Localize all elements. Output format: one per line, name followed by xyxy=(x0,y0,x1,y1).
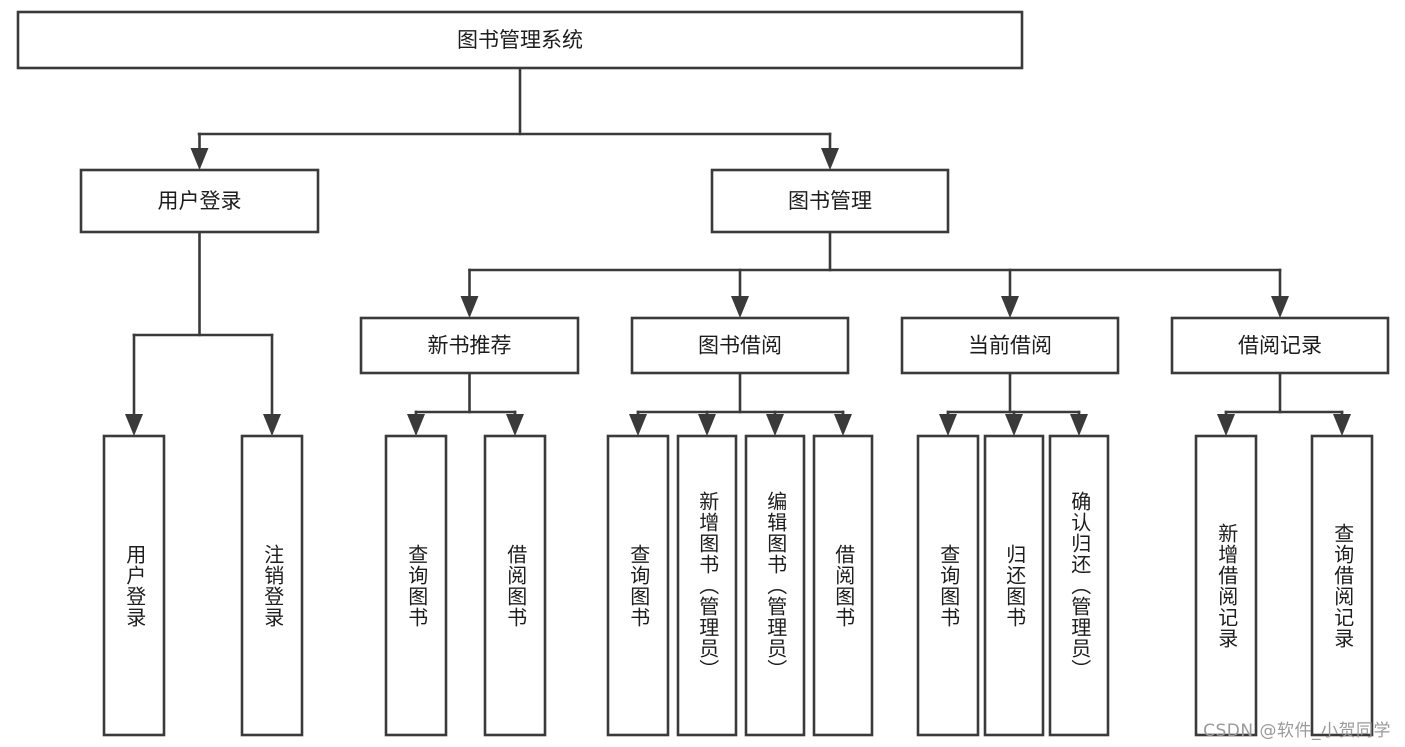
node-leaf-query-book-3[interactable] xyxy=(916,434,980,737)
node-leaf-borrow-book-1[interactable] xyxy=(483,434,547,737)
node-book-manage[interactable] xyxy=(710,168,950,234)
node-leaf-edit-book[interactable] xyxy=(744,434,806,737)
node-leaf-return-book[interactable] xyxy=(983,434,1045,737)
arrow-head-icon xyxy=(1217,414,1235,436)
arrow-head-icon xyxy=(1005,414,1023,436)
arrow-head-icon xyxy=(834,414,852,436)
arrow-head-icon xyxy=(263,414,281,436)
arrow-head-icon xyxy=(698,414,716,436)
node-current-borrow-label: 当前借阅 xyxy=(968,334,1052,358)
node-leaf-borrow-book-2[interactable] xyxy=(812,434,874,737)
arrow-head-icon xyxy=(629,414,647,436)
node-book-borrow-label: 图书借阅 xyxy=(698,334,782,358)
arrow-head-icon xyxy=(125,414,143,436)
connector-layer xyxy=(125,66,1351,436)
arrow-head-icon xyxy=(939,414,957,436)
node-root[interactable] xyxy=(16,10,1024,70)
node-new-book-recommend[interactable] xyxy=(359,316,580,375)
node-leaf-query-record[interactable] xyxy=(1310,434,1374,737)
node-borrow-record-label: 借阅记录 xyxy=(1238,334,1322,358)
node-book-manage-label: 图书管理 xyxy=(788,189,872,213)
arrow-head-icon xyxy=(460,296,479,318)
node-new-book-recommend-label: 新书推荐 xyxy=(428,334,512,358)
node-current-borrow[interactable] xyxy=(900,316,1120,375)
node-leaf-query-book-2[interactable] xyxy=(606,434,670,737)
arrow-head-icon xyxy=(506,414,524,436)
node-leaf-user-login[interactable] xyxy=(102,434,166,737)
node-root-label: 图书管理系统 xyxy=(457,28,583,52)
arrow-head-icon xyxy=(1001,296,1019,318)
node-user-login-label: 用户登录 xyxy=(158,189,242,213)
node-borrow-record[interactable] xyxy=(1170,316,1390,375)
arrow-head-icon xyxy=(1070,414,1088,436)
arrow-head-icon xyxy=(1271,296,1289,318)
node-user-login[interactable] xyxy=(79,168,320,234)
watermark-text: CSDN @软件_小贺同学 xyxy=(1203,721,1391,741)
arrow-head-icon xyxy=(731,296,749,318)
arrow-head-icon xyxy=(407,414,425,436)
arrow-head-icon xyxy=(766,414,784,436)
arrow-head-icon xyxy=(190,148,209,170)
arrow-head-icon xyxy=(821,148,839,170)
node-leaf-user-logout[interactable] xyxy=(240,434,304,737)
arrow-head-icon xyxy=(1333,414,1351,436)
node-leaf-query-book-1[interactable] xyxy=(384,434,448,737)
node-leaf-confirm-return[interactable] xyxy=(1048,434,1110,737)
node-leaf-add-book[interactable] xyxy=(676,434,738,737)
node-book-borrow[interactable] xyxy=(630,316,850,375)
node-leaf-add-record[interactable] xyxy=(1194,434,1258,737)
box-layer xyxy=(16,10,1390,737)
